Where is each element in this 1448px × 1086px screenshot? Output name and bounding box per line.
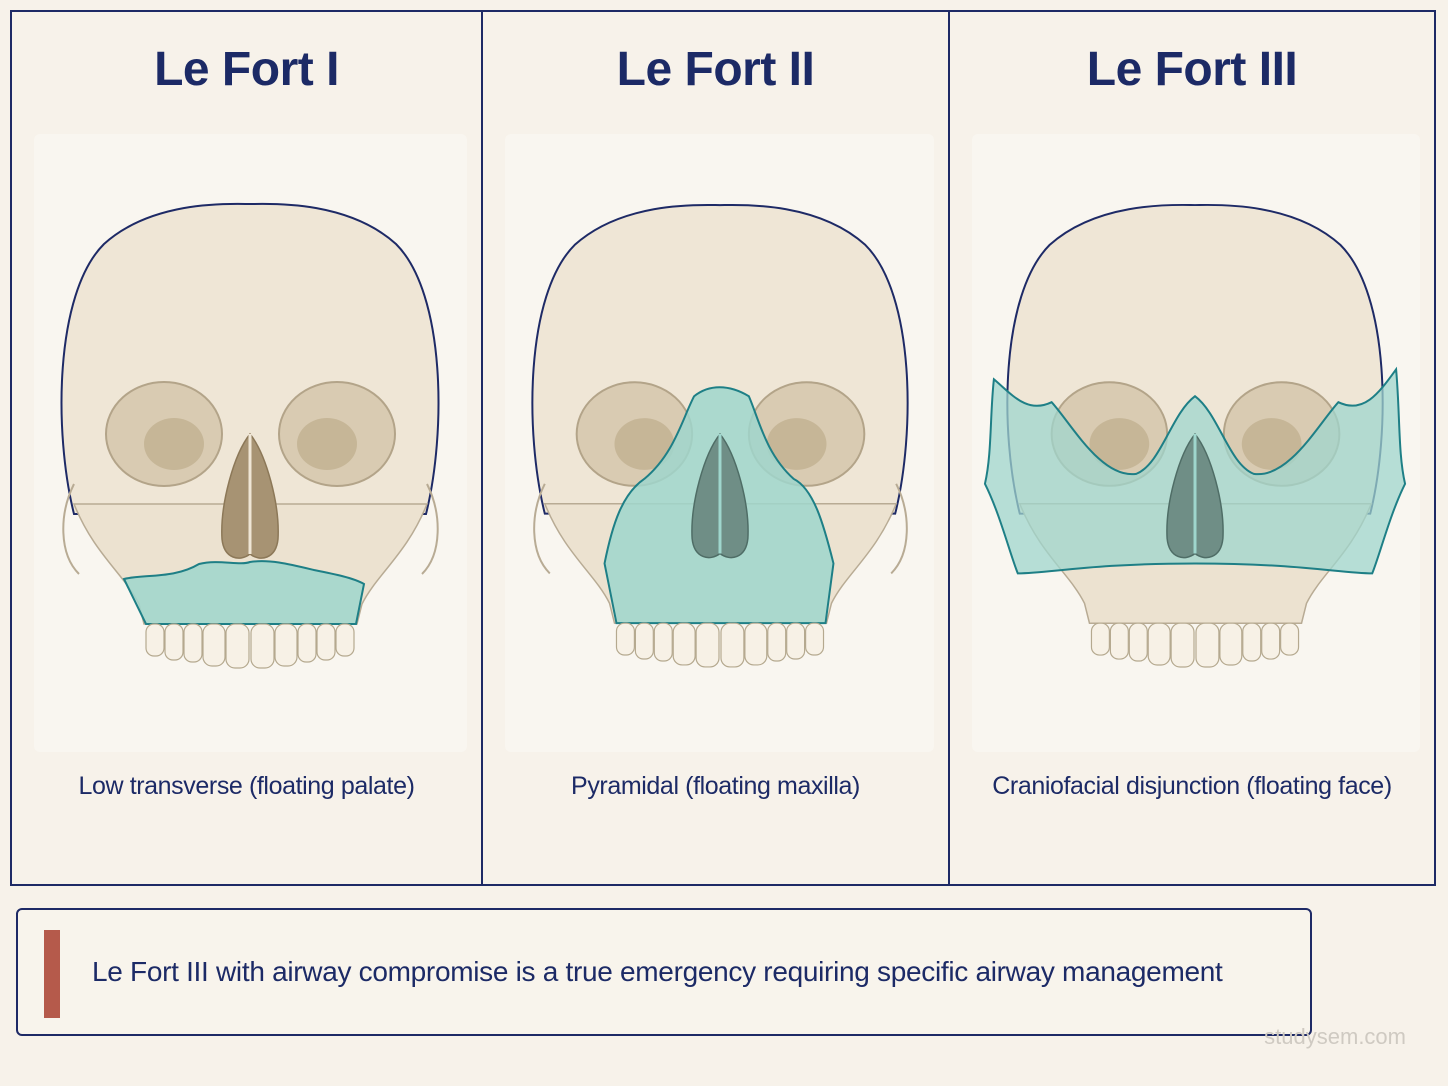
panel-title: Le Fort III	[1086, 43, 1298, 96]
skull-illustration-le-fort-2	[505, 134, 934, 752]
panel-le-fort-2: Le Fort II	[481, 12, 948, 884]
panel-caption: Low transverse (floating palate)	[78, 772, 415, 800]
callout-accent-bar	[44, 930, 60, 1018]
panel-title: Le Fort II	[616, 43, 815, 96]
skull-illustration-le-fort-1	[34, 134, 467, 752]
panel-title: Le Fort I	[154, 43, 339, 96]
skull-illustration-le-fort-3	[972, 134, 1420, 752]
clinical-callout: Le Fort III with airway compromise is a …	[16, 908, 1312, 1036]
panel-caption: Craniofacial disjunction (floating face)	[992, 772, 1392, 800]
watermark: studysem.com	[1264, 1024, 1406, 1049]
panel-le-fort-3: Le Fort III	[948, 12, 1434, 884]
panel-caption: Pyramidal (floating maxilla)	[571, 772, 860, 800]
fracture-comparison-panels: Le Fort I	[10, 10, 1436, 886]
callout-text: Le Fort III with airway compromise is a …	[92, 956, 1223, 987]
panel-le-fort-1: Le Fort I	[12, 12, 481, 884]
